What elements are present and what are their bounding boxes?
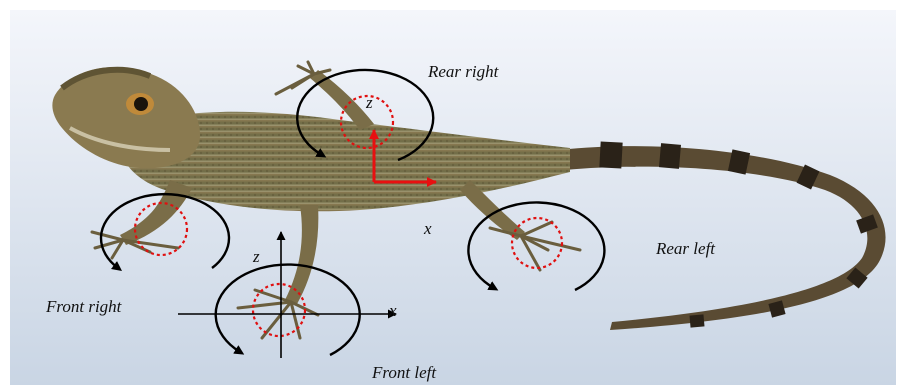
front-left-x-axis-label: x [388, 301, 397, 320]
label-rear-left: Rear left [655, 239, 716, 258]
body-x-axis-label: x [423, 219, 432, 238]
label-front-right: Front right [45, 297, 123, 316]
label-rear-right: Rear right [427, 62, 500, 81]
body-z-axis-label: z [365, 93, 373, 112]
label-front-left: Front left [371, 363, 437, 382]
front-left-z-axis-label: z [252, 247, 260, 266]
